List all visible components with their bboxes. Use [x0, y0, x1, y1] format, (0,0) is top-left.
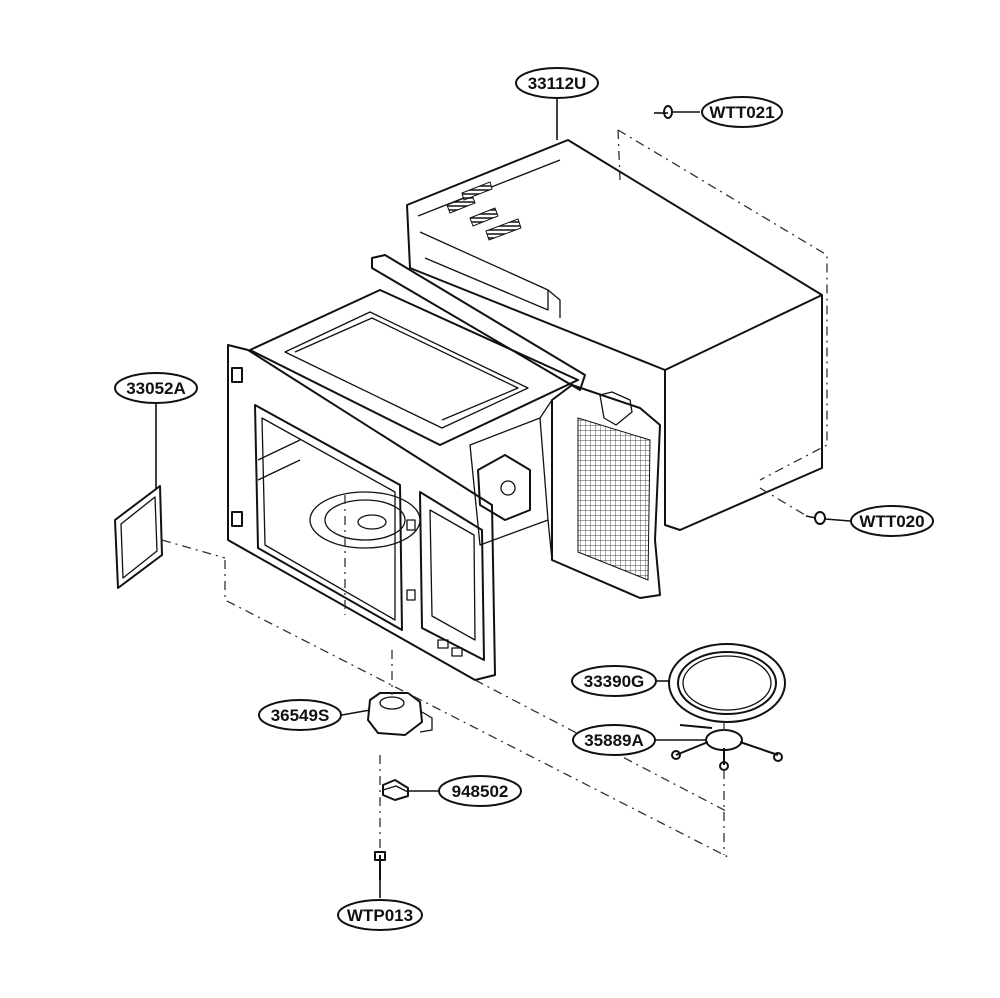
- svg-text:WTT021: WTT021: [709, 103, 774, 122]
- coupler: [382, 779, 438, 801]
- svg-text:WTT020: WTT020: [859, 512, 924, 531]
- screw-bottom-icon: [374, 755, 386, 898]
- inner-cavity-frame: [227, 254, 661, 681]
- svg-text:33112U: 33112U: [528, 74, 587, 93]
- glass-tray: [656, 643, 786, 723]
- label-948502: 948502: [438, 775, 522, 807]
- screw-top-icon: [654, 105, 700, 119]
- screw-side-icon: [759, 487, 851, 525]
- label-WTT020: WTT020: [850, 505, 934, 537]
- roller-ring: [655, 722, 783, 855]
- label-33112U: 33112U: [515, 67, 599, 99]
- svg-text:33052A: 33052A: [126, 379, 186, 398]
- svg-text:36549S: 36549S: [271, 706, 330, 725]
- outer-cabinet: [406, 129, 828, 531]
- waveguide-cover: [114, 485, 226, 589]
- label-WTP013: WTP013: [337, 899, 423, 931]
- svg-text:33390G: 33390G: [584, 672, 645, 691]
- label-33052A: 33052A: [114, 372, 198, 404]
- label-WTT021: WTT021: [701, 96, 783, 128]
- svg-text:948502: 948502: [452, 782, 509, 801]
- svg-text:WTP013: WTP013: [347, 906, 413, 925]
- svg-text:35889A: 35889A: [584, 731, 644, 750]
- label-33390G: 33390G: [571, 665, 657, 697]
- turntable-motor: [367, 650, 433, 736]
- label-36549S: 36549S: [258, 699, 342, 731]
- label-35889A: 35889A: [572, 724, 656, 756]
